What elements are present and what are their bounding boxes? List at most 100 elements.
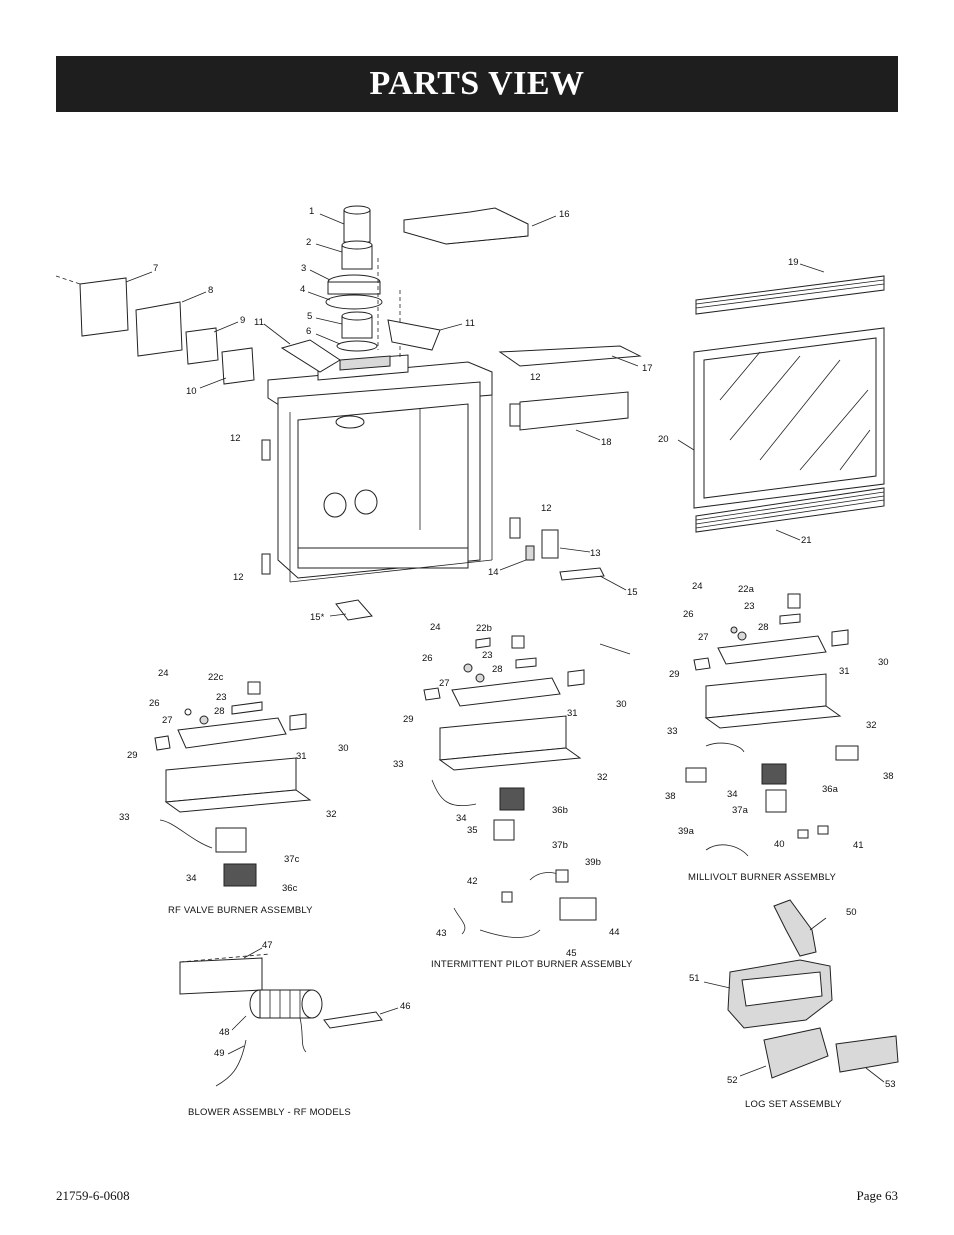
caption-millivolt: MILLIVOLT BURNER ASSEMBLY xyxy=(688,872,837,883)
callout: 16 xyxy=(559,209,570,220)
assembly-captions: RF VALVE BURNER ASSEMBLY INTERMITTENT PI… xyxy=(168,872,842,1118)
callout: 41 xyxy=(853,840,864,851)
callout: 34 xyxy=(186,873,197,884)
callout: 27 xyxy=(439,678,450,689)
callout: 34 xyxy=(727,789,738,800)
callout: 6 xyxy=(306,326,311,337)
callout: 52 xyxy=(727,1075,738,1086)
rf-burner-assembly xyxy=(154,681,312,887)
callout: 9 xyxy=(240,315,245,326)
callout: 23 xyxy=(744,601,755,612)
callout: 22a xyxy=(738,584,755,595)
callout: 24 xyxy=(692,581,703,592)
louvers-19-21 xyxy=(695,275,885,533)
callout: 39a xyxy=(678,826,695,837)
blower-assembly xyxy=(179,953,383,1087)
callout: 28 xyxy=(214,706,225,717)
page-title: PARTS VIEW xyxy=(369,65,585,102)
callout: 7 xyxy=(153,263,158,274)
callout: 3 xyxy=(301,263,306,274)
callout: 32 xyxy=(866,720,877,731)
callout: 36c xyxy=(282,883,298,894)
callout: 21 xyxy=(801,535,812,546)
callout: 47 xyxy=(262,940,273,951)
callout: 1 xyxy=(309,206,314,217)
doc-number: 21759-6-0608 xyxy=(56,1188,130,1203)
callout: 15 xyxy=(627,587,638,598)
callout: 51 xyxy=(689,973,700,984)
callout: 42 xyxy=(467,876,478,887)
intermittent-burner-assembly xyxy=(423,635,597,938)
callout: 34 xyxy=(456,813,467,824)
caption-blower: BLOWER ASSEMBLY - RF MODELS xyxy=(188,1107,351,1118)
millivolt-burner-assembly xyxy=(685,593,859,857)
callout: 45 xyxy=(566,948,577,959)
callout: 50 xyxy=(846,907,857,918)
header-bar: PARTS VIEW xyxy=(56,56,898,112)
leader-lines xyxy=(125,213,885,1083)
callout: 30 xyxy=(878,657,889,668)
callout: 24 xyxy=(430,622,441,633)
callout: 30 xyxy=(338,743,349,754)
callout: 32 xyxy=(597,772,608,783)
callout: 33 xyxy=(393,759,404,770)
callout: 29 xyxy=(403,714,414,725)
callout: 39b xyxy=(585,857,601,868)
callout: 15* xyxy=(310,612,325,623)
callout: 17 xyxy=(642,363,653,374)
bracket-18 xyxy=(509,391,629,431)
callout: 37c xyxy=(284,854,300,865)
callout: 12 xyxy=(230,433,241,444)
page-number: Page 63 xyxy=(856,1188,898,1203)
callout: 33 xyxy=(119,812,130,823)
callout: 37a xyxy=(732,805,749,816)
caption-intermittent: INTERMITTENT PILOT BURNER ASSEMBLY xyxy=(431,959,633,970)
callout: 36b xyxy=(552,805,568,816)
callout: 5 xyxy=(307,311,312,322)
callout: 27 xyxy=(162,715,173,726)
callout: 2 xyxy=(306,237,311,248)
shield-17 xyxy=(498,345,642,367)
callout: 11 xyxy=(254,317,264,328)
callout: 32 xyxy=(326,809,337,820)
flue-parts xyxy=(325,205,401,360)
callout: 23 xyxy=(482,650,493,661)
callout: 19 xyxy=(788,257,799,268)
callout: 44 xyxy=(609,927,620,938)
callout: 49 xyxy=(214,1048,225,1059)
callout: 48 xyxy=(219,1027,230,1038)
callout: 38 xyxy=(883,771,894,782)
log-set xyxy=(727,899,899,1079)
brackets-11 xyxy=(280,319,441,373)
callout: 24 xyxy=(158,668,169,679)
callout: 29 xyxy=(127,750,138,761)
callout: 26 xyxy=(149,698,160,709)
callout: 22b xyxy=(476,623,492,634)
callout: 20 xyxy=(658,434,669,445)
callout: 22c xyxy=(208,672,224,683)
callout: 29 xyxy=(669,669,680,680)
panels-7-10 xyxy=(55,275,255,385)
callout: 4 xyxy=(300,284,305,295)
callout: 12 xyxy=(530,372,541,383)
top-shield-16 xyxy=(403,207,529,245)
callout: 38 xyxy=(665,791,676,802)
callout-labels: 1 2 3 4 5 6 7 8 9 10 11 11 12 12 12 12 1… xyxy=(119,206,896,1090)
callout: 33 xyxy=(667,726,678,737)
callout: 18 xyxy=(601,437,612,448)
callout: 46 xyxy=(400,1001,411,1012)
callout: 27 xyxy=(698,632,709,643)
callout: 30 xyxy=(616,699,627,710)
callout: 28 xyxy=(492,664,503,675)
caption-logset: LOG SET ASSEMBLY xyxy=(745,1099,842,1110)
callout: 14 xyxy=(488,567,499,578)
callout: 37b xyxy=(552,840,568,851)
callout: 31 xyxy=(567,708,578,719)
callout: 53 xyxy=(885,1079,896,1090)
callout: 23 xyxy=(216,692,227,703)
callout: 10 xyxy=(186,386,197,397)
callout: 26 xyxy=(683,609,694,620)
callout: 36a xyxy=(822,784,839,795)
callout: 31 xyxy=(296,751,307,762)
